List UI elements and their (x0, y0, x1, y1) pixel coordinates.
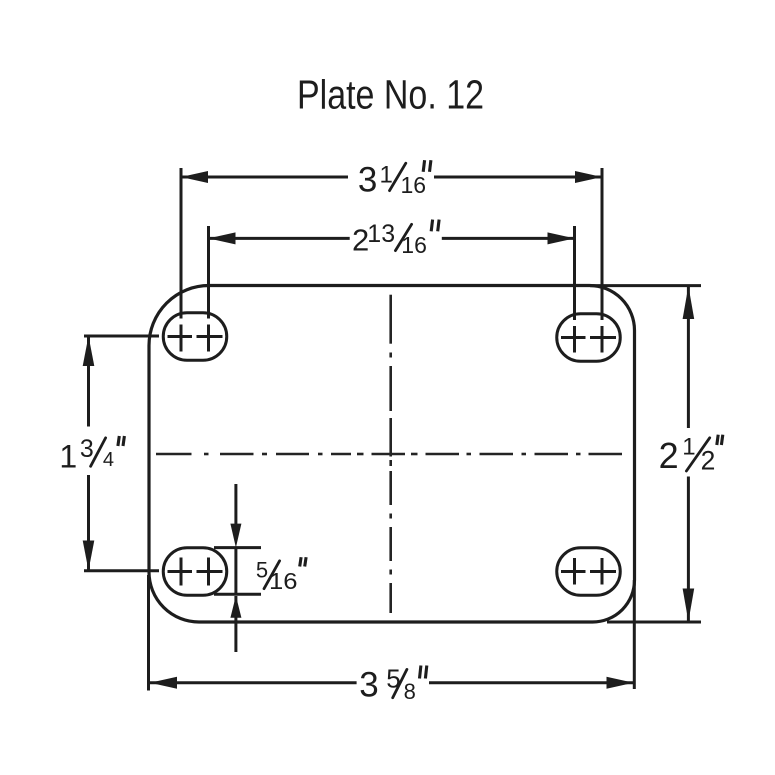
svg-text:3: 3 (80, 435, 94, 463)
svg-text:13: 13 (367, 220, 395, 248)
svg-text:1: 1 (682, 434, 695, 461)
svg-text:5: 5 (256, 557, 268, 582)
svg-text:2: 2 (659, 435, 679, 476)
svg-text:16: 16 (269, 568, 298, 594)
svg-text:16: 16 (401, 232, 427, 258)
svg-text:3: 3 (358, 160, 377, 199)
svg-text:4: 4 (103, 449, 114, 471)
svg-text:16: 16 (401, 172, 427, 198)
svg-text:1: 1 (380, 161, 393, 188)
svg-text:2: 2 (701, 446, 716, 476)
svg-text:5: 5 (386, 663, 400, 693)
svg-text:8: 8 (404, 679, 416, 704)
svg-text:3: 3 (359, 666, 378, 705)
svg-text:1: 1 (59, 438, 77, 474)
svg-text:Plate No. 12: Plate No. 12 (297, 72, 484, 118)
svg-text:2: 2 (352, 223, 369, 258)
